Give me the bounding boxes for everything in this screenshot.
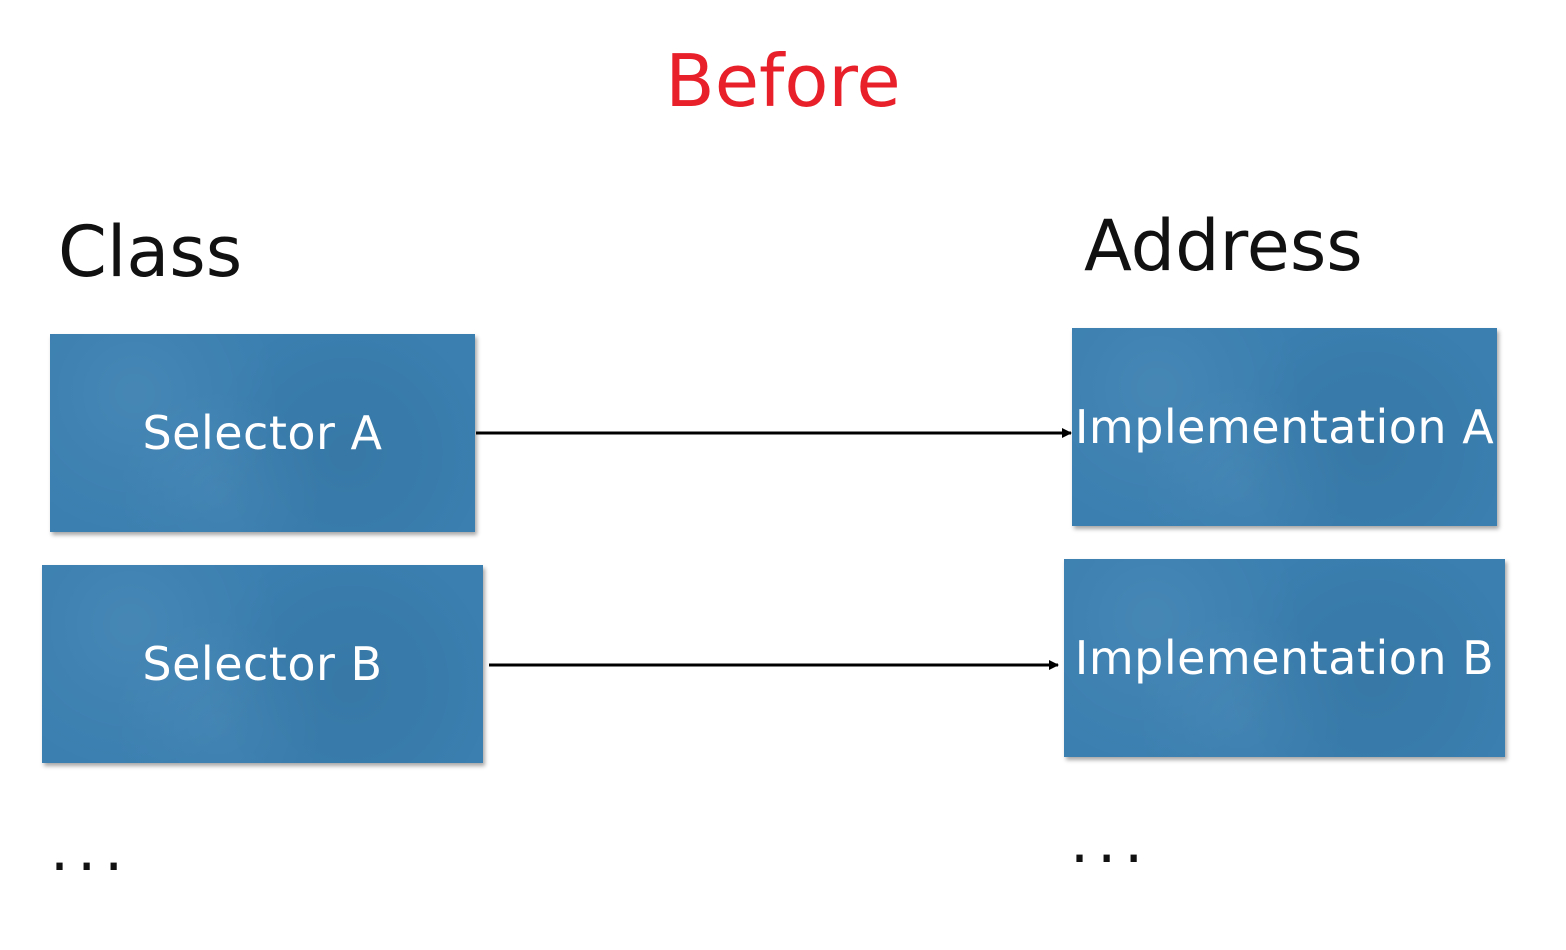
implementation-b-box: Implementation B <box>1064 559 1505 757</box>
implementation-a-box: Implementation A <box>1072 328 1497 526</box>
class-column-label: Class <box>58 211 243 293</box>
selector-b-box: Selector B <box>42 565 483 763</box>
selector-b-label: Selector B <box>142 637 383 691</box>
diagram-title: Before <box>665 39 901 123</box>
address-column-label: Address <box>1084 205 1363 287</box>
implementation-b-label: Implementation B <box>1074 631 1495 685</box>
left-ellipsis: ... <box>50 815 132 885</box>
right-ellipsis: ... <box>1070 807 1152 877</box>
implementation-a-label: Implementation A <box>1074 400 1495 454</box>
selector-a-label: Selector A <box>142 406 383 460</box>
selector-a-box: Selector A <box>50 334 475 532</box>
